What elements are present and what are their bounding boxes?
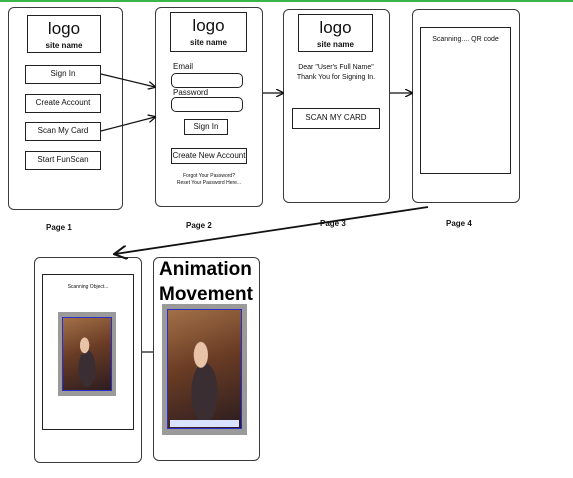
- password-field[interactable]: [171, 97, 243, 112]
- page2-label: Page 2: [186, 221, 212, 230]
- page1-logo-box: logo site name: [27, 15, 101, 53]
- forgot-password-link[interactable]: Forgot Your Password?: [183, 173, 235, 179]
- object-scan-status: Scanning Object...: [67, 284, 109, 290]
- page2-logo-box: logo site name: [170, 12, 247, 52]
- logo-text: logo: [47, 19, 81, 38]
- sign-in-button[interactable]: Sign In: [25, 65, 101, 84]
- logo-text: logo: [192, 16, 225, 35]
- greeting-line-1: Dear "User's Full Name": [298, 64, 374, 71]
- top-accent-line: [0, 0, 573, 2]
- page3-logo-box: logo site name: [298, 14, 373, 52]
- arrow-scancard-to-page2: [100, 117, 155, 132]
- site-name: site name: [45, 41, 83, 50]
- site-name: site name: [317, 40, 354, 49]
- greeting-line-2: Thank You for Signing In.: [296, 74, 376, 81]
- email-field[interactable]: [171, 73, 243, 88]
- sign-in-submit-button[interactable]: Sign In: [184, 119, 228, 135]
- page4-label: Page 4: [446, 219, 472, 228]
- page1-label: Page 1: [46, 223, 72, 232]
- animation-title-line-2: Movement: [159, 284, 253, 305]
- start-funscan-button[interactable]: Start FunScan: [25, 151, 101, 170]
- scanned-card-photo: [62, 317, 112, 391]
- page3-label: Page 3: [320, 219, 346, 228]
- animated-card-caption-strip: [170, 420, 239, 427]
- animation-title-line-1: Animation: [159, 259, 252, 280]
- password-label: Password: [173, 88, 209, 97]
- scan-my-card-cta-button[interactable]: SCAN MY CARD: [292, 108, 380, 129]
- logo-text: logo: [319, 18, 352, 37]
- create-new-account-button[interactable]: Create New Account: [171, 148, 247, 164]
- scan-my-card-button[interactable]: Scan My Card: [25, 122, 101, 141]
- page4-scan-screen: [420, 27, 511, 174]
- reset-password-link[interactable]: Reset Your Password Here...: [176, 180, 242, 186]
- animated-card-photo: [167, 309, 242, 429]
- email-label: Email: [173, 62, 194, 71]
- create-account-button[interactable]: Create Account: [25, 94, 101, 113]
- arrow-page4-to-page5: [115, 206, 429, 254]
- qr-scan-status: Scanning.... QR code: [432, 36, 499, 43]
- arrow-signin-to-page2: [100, 73, 155, 87]
- site-name: site name: [190, 38, 227, 47]
